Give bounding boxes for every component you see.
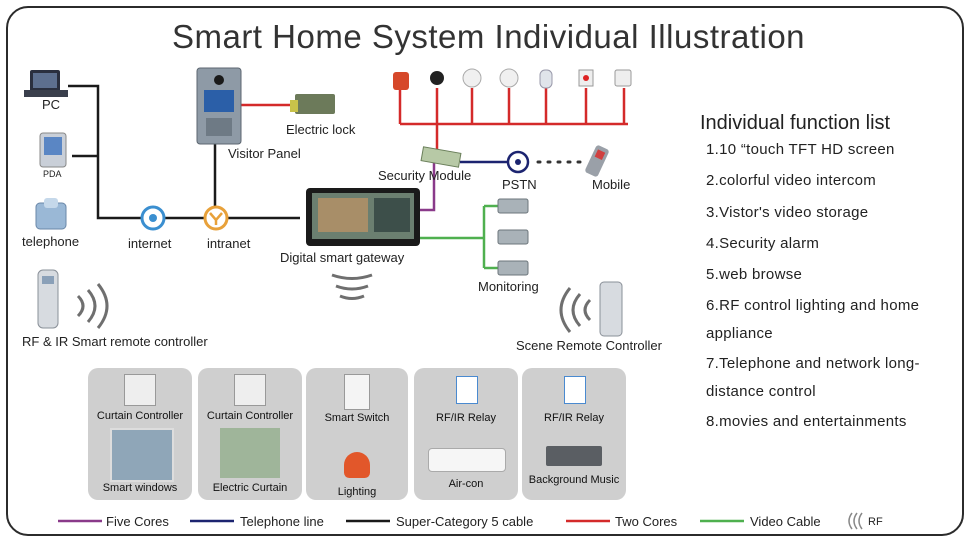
intranet-icon — [203, 205, 229, 231]
card-lighting: Smart Switch Lighting — [306, 368, 408, 500]
two-core-lines — [241, 88, 628, 150]
function-item: 5.web browse — [706, 266, 803, 283]
legend-two-cores: Two Cores — [615, 514, 678, 529]
legend-telephone-line: Telephone line — [240, 514, 324, 529]
pc-label: PC — [42, 97, 61, 112]
gateway-screen-icon — [306, 188, 420, 246]
function-item: 7.Telephone and network long- — [706, 355, 920, 372]
pda-icon — [39, 132, 67, 168]
function-item: 1.10 “touch TFT HD screen — [706, 141, 895, 158]
pstn-icon — [506, 150, 530, 174]
function-item: 6.RF control lighting and home — [706, 297, 920, 314]
visitor-panel-icon — [196, 67, 242, 145]
card-air-con: RF/IR Relay Air-con — [414, 368, 518, 500]
mobile-label: Mobile — [592, 177, 631, 192]
legend-rf: RF — [868, 516, 883, 528]
function-item: distance control — [706, 383, 816, 400]
card-background-music: RF/IR Relay Background Music — [522, 368, 626, 500]
security-module-label: Security Module — [378, 168, 472, 183]
card-bottom-label: Lighting — [337, 486, 377, 498]
card-top-label: Smart Switch — [324, 412, 390, 424]
mobile-icon — [585, 145, 609, 177]
video-cable-lines — [420, 204, 498, 270]
card-electric-curtain: Curtain Controller Electric Curtain — [198, 368, 302, 500]
card-bottom-label: Smart windows — [102, 482, 178, 494]
function-item: 2.colorful video intercom — [706, 172, 877, 189]
remote-rf-waves — [76, 283, 109, 329]
intranet-label: intranet — [207, 236, 251, 251]
pc-icon — [24, 70, 68, 97]
rf-ir-remote-icon — [37, 269, 59, 329]
telephone-label: telephone — [22, 234, 80, 249]
diagram-title: Smart Home System Individual Illustratio… — [171, 18, 806, 55]
door-sensor-icon — [614, 69, 632, 87]
internet-label: internet — [128, 236, 172, 251]
card-top-label: RF/IR Relay — [436, 412, 496, 424]
curtain-controller-icon — [234, 374, 266, 406]
diagram-frame — [6, 6, 964, 536]
card-top-label: RF/IR Relay — [544, 412, 604, 424]
lamp-icon — [344, 452, 370, 478]
smart-switch-icon — [344, 374, 370, 410]
camera-sensor-icon — [430, 71, 444, 85]
monitoring-label: Monitoring — [478, 279, 539, 294]
music-player-icon — [546, 446, 602, 466]
electric-lock-label: Electric lock — [286, 122, 356, 137]
sensor-icons — [393, 68, 632, 90]
function-item: appliance — [706, 325, 773, 342]
visitor-panel-label: Visitor Panel — [228, 146, 301, 161]
five-core-line — [418, 163, 436, 212]
function-list-title: Individual function list — [700, 112, 891, 134]
pda-label: PDA — [43, 169, 62, 179]
card-top-label: Curtain Controller — [96, 410, 184, 422]
air-con-icon — [428, 448, 506, 472]
window-icon — [110, 428, 174, 482]
scene-remote-label: Scene Remote Controller — [516, 338, 662, 353]
legend-cat5: Super-Category 5 cable — [396, 514, 534, 529]
gas-detector-icon — [499, 68, 519, 88]
rf-ir-remote-label: RF & IR Smart remote controller — [22, 334, 208, 349]
function-item: 8.movies and entertainments — [706, 413, 907, 430]
cat5-lines — [68, 84, 300, 220]
rf-relay-icon — [456, 376, 478, 404]
curtain-controller-icon — [124, 374, 156, 406]
siren-icon — [393, 72, 409, 90]
legend-five-cores: Five Cores — [106, 514, 169, 529]
card-smart-windows: Curtain Controller Smart windows — [88, 368, 192, 500]
electric-lock-icon — [290, 94, 335, 114]
card-top-label: Curtain Controller — [206, 410, 294, 422]
card-bottom-label: Air-con — [448, 478, 484, 490]
smoke-detector-icon — [462, 68, 482, 88]
rf-relay-icon — [564, 376, 586, 404]
curtain-icon — [220, 428, 280, 478]
function-item: 4.Security alarm — [706, 235, 820, 252]
camera-icons — [497, 198, 529, 276]
legend-rf-icon — [848, 512, 863, 530]
legend-video-cable: Video Cable — [750, 514, 821, 529]
card-bottom-label: Electric Curtain — [212, 482, 288, 494]
scene-rf-waves — [559, 287, 592, 333]
pstn-label: PSTN — [502, 177, 537, 192]
function-item: 3.Vistor's video storage — [706, 204, 869, 221]
telephone-icon — [35, 198, 67, 230]
internet-icon — [140, 205, 166, 231]
security-module-icon — [420, 146, 462, 168]
gateway-rf-waves — [331, 273, 373, 300]
pir-sensor-icon — [539, 69, 553, 89]
card-bottom-label: Background Music — [528, 474, 620, 486]
scene-remote-icon — [599, 281, 623, 337]
gateway-label: Digital smart gateway — [280, 250, 405, 265]
